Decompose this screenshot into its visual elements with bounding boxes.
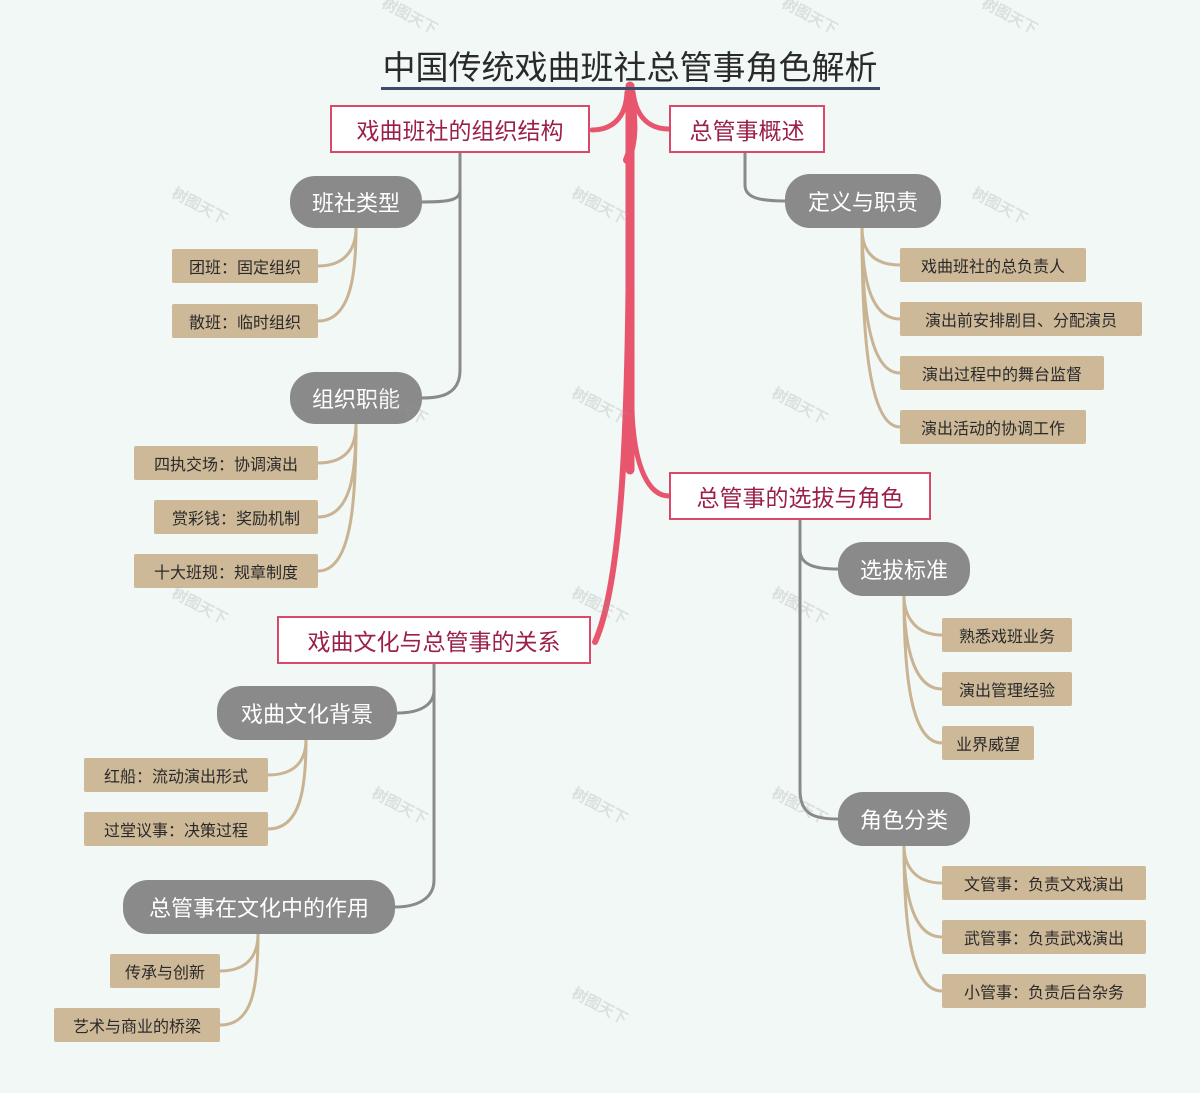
leaf-sizhi-jiaochang[interactable]: 四执交场：协调演出 <box>134 446 318 480</box>
leaf-xiao-guanshi[interactable]: 小管事：负责后台杂务 <box>942 974 1146 1008</box>
topic-overview[interactable]: 总管事概述 <box>669 105 825 153</box>
leaf-tuanban[interactable]: 团班：固定组织 <box>172 249 318 283</box>
connector-leaf <box>218 932 260 1027</box>
connector-overview-definition <box>743 151 787 203</box>
connector-leaf <box>902 844 944 993</box>
connector-culture-background <box>395 662 436 715</box>
leaf-industry-prestige[interactable]: 业界威望 <box>942 726 1034 760</box>
leaf-chief-manager[interactable]: 戏曲班社的总负责人 <box>900 248 1086 282</box>
subtopic-culture-background[interactable]: 戏曲文化背景 <box>217 686 397 740</box>
leaf-familiar-business[interactable]: 熟悉戏班业务 <box>942 618 1072 652</box>
topic-culture-relation[interactable]: 戏曲文化与总管事的关系 <box>277 616 591 664</box>
leaf-stage-supervision[interactable]: 演出过程中的舞台监督 <box>900 356 1104 390</box>
connector-leaf <box>902 844 944 939</box>
leaf-management-experience[interactable]: 演出管理经验 <box>942 672 1072 706</box>
subtopic-org-functions[interactable]: 组织职能 <box>290 372 422 424</box>
connector-org-functions <box>420 188 462 400</box>
connector-selection-criteria <box>798 518 840 571</box>
subtopic-definition-duties[interactable]: 定义与职责 <box>785 174 941 228</box>
topic-selection-role[interactable]: 总管事的选拔与角色 <box>669 472 931 520</box>
leaf-shangcaiqian[interactable]: 赏彩钱：奖励机制 <box>154 500 318 534</box>
subtopic-selection-criteria[interactable]: 选拔标准 <box>838 542 970 596</box>
leaf-art-business-bridge[interactable]: 艺术与商业的桥梁 <box>54 1008 220 1042</box>
connector-org-types <box>420 151 462 204</box>
branch-connector-culture <box>592 87 633 645</box>
connector-leaf <box>860 226 902 321</box>
connector-leaf <box>860 226 902 267</box>
leaf-inherit-innovate[interactable]: 传承与创新 <box>110 954 220 988</box>
leaf-coordination[interactable]: 演出活动的协调工作 <box>900 410 1086 444</box>
leaf-shida-bangui[interactable]: 十大班规：规章制度 <box>134 554 318 588</box>
connector-leaf <box>218 932 260 973</box>
leaf-sanban[interactable]: 散班：临时组织 <box>172 304 318 338</box>
leaf-red-boat[interactable]: 红船：流动演出形式 <box>84 758 268 792</box>
connector-leaf <box>266 738 308 831</box>
connector-leaf <box>316 422 358 573</box>
connector-leaf <box>316 422 358 519</box>
branch-connector-selection <box>629 407 672 499</box>
leaf-wen-guanshi[interactable]: 文管事：负责文戏演出 <box>942 866 1146 900</box>
connector-leaf <box>902 594 944 691</box>
connector-leaf <box>316 226 358 268</box>
connector-leaf <box>902 844 944 885</box>
subtopic-role-types[interactable]: 角色分类 <box>838 792 970 846</box>
leaf-guotang-yishi[interactable]: 过堂议事：决策过程 <box>84 812 268 846</box>
branch-connector-overview <box>630 89 672 132</box>
subtopic-troupe-types[interactable]: 班社类型 <box>290 176 422 228</box>
connector-leaf <box>266 738 308 777</box>
leaf-pre-show-arrange[interactable]: 演出前安排剧目、分配演员 <box>900 302 1142 336</box>
mindmap-title: 中国传统戏曲班社总管事角色解析 <box>0 44 1200 92</box>
leaf-wu-guanshi[interactable]: 武管事：负责武戏演出 <box>942 920 1146 954</box>
connector-culture-role <box>393 688 436 909</box>
subtopic-role-in-culture[interactable]: 总管事在文化中的作用 <box>123 880 395 934</box>
topic-org-structure[interactable]: 戏曲班社的组织结构 <box>330 105 590 153</box>
connector-selection-roles <box>798 548 840 821</box>
branch-connector-org <box>589 89 630 133</box>
connector-leaf <box>316 422 358 465</box>
connector-leaf <box>902 594 944 745</box>
connector-leaf <box>860 226 902 429</box>
connector-leaf <box>316 226 358 323</box>
connector-leaf <box>902 594 944 637</box>
